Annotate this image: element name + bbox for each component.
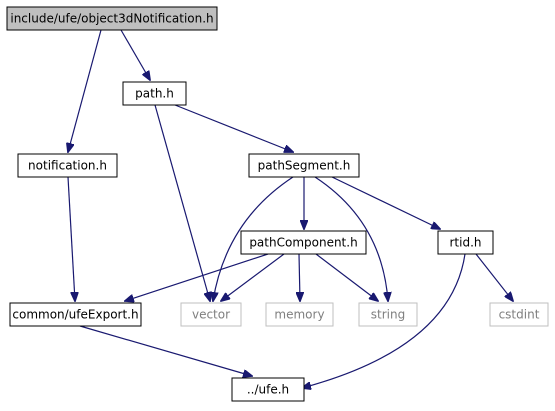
edge-pathComponent-to-memory [299, 253, 300, 301]
edge-pathComponent-to-vector [221, 253, 285, 301]
edge-rtid-to-cstdint [475, 253, 513, 301]
edge-path-to-pathSegment [174, 104, 293, 152]
node-memory: memory [265, 302, 334, 327]
node-string: string [358, 302, 418, 327]
node-box [489, 302, 549, 327]
node-ufeExport[interactable]: common/ufeExport.h [9, 302, 142, 327]
node-label: pathSegment.h [258, 159, 351, 173]
node-box [231, 377, 305, 402]
edge-notification-to-ufeExport [67, 176, 75, 301]
edge-pathComponent-to-string [315, 253, 378, 301]
node-box [265, 302, 334, 327]
edge-ufeExport-to-ufe [79, 325, 252, 376]
edges-layer [67, 29, 513, 388]
node-label: string [371, 308, 405, 322]
node-label: cstdint [499, 308, 540, 322]
node-object3dNotification[interactable]: include/ufe/object3dNotification.h [6, 6, 218, 31]
node-pathSegment[interactable]: pathSegment.h [248, 153, 360, 178]
node-vector: vector [180, 302, 242, 327]
edge-pathSegment-to-rtid [331, 176, 440, 229]
edge-object3dNotification-to-path [120, 29, 150, 80]
node-box [17, 153, 118, 178]
node-cstdint: cstdint [489, 302, 549, 327]
node-box [437, 230, 494, 255]
edge-pathComponent-to-ufeExport [125, 253, 269, 301]
node-label: common/ufeExport.h [12, 308, 138, 322]
node-box [122, 81, 187, 106]
node-ufe[interactable]: ../ufe.h [231, 377, 305, 402]
node-label: memory [274, 308, 324, 322]
edge-pathSegment-to-vector [213, 176, 294, 301]
node-rtid[interactable]: rtid.h [437, 230, 494, 255]
node-label: include/ufe/object3dNotification.h [10, 12, 213, 26]
node-box [240, 230, 367, 255]
node-box [358, 302, 418, 327]
edge-path-to-vector [154, 104, 210, 301]
node-label: ../ufe.h [247, 383, 289, 397]
node-label: rtid.h [449, 236, 481, 250]
node-box [248, 153, 360, 178]
node-label: vector [192, 308, 230, 322]
node-box [6, 6, 218, 31]
node-box [9, 302, 142, 327]
edge-pathSegment-to-string [314, 176, 388, 301]
edge-rtid-to-ufe [302, 253, 466, 388]
edge-object3dNotification-to-notification [68, 29, 102, 152]
node-label: path.h [135, 87, 174, 101]
node-path[interactable]: path.h [122, 81, 187, 106]
node-label: notification.h [28, 159, 107, 173]
node-box [180, 302, 242, 327]
node-label: pathComponent.h [249, 236, 357, 250]
node-notification[interactable]: notification.h [17, 153, 118, 178]
node-pathComponent[interactable]: pathComponent.h [240, 230, 367, 255]
nodes-layer: include/ufe/object3dNotification.h path.h… [6, 6, 549, 402]
